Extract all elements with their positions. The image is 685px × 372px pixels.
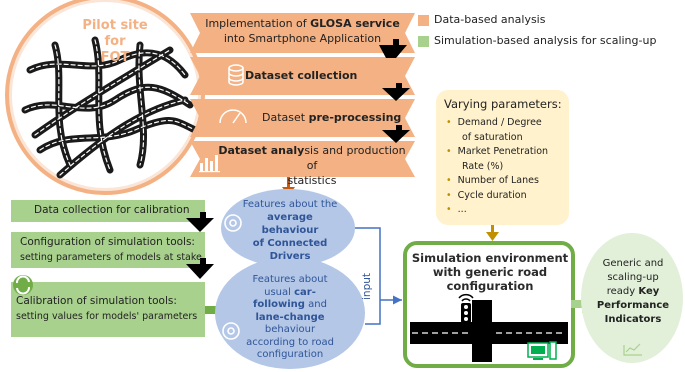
varying-params-list: • Demand / Degree of saturation • Market… — [446, 117, 549, 215]
input-connectors — [355, 227, 402, 325]
features-usual-ellipse — [215, 257, 365, 369]
features-usual-label: Features about usual car- following and … — [246, 274, 334, 360]
traffic-light-icon — [458, 293, 474, 323]
step-analysis-shape — [190, 141, 415, 177]
computer-icon — [527, 341, 557, 360]
kpi-ellipse — [581, 233, 683, 363]
left-step-1-label: Data collection for calibration — [34, 204, 190, 216]
flow-arrows-green — [186, 212, 214, 279]
input-label: input — [361, 272, 373, 300]
head-gear-icon-2 — [222, 322, 240, 340]
left-step-2-label: Configuration of simulation tools: setti… — [20, 236, 202, 263]
gauge-icon — [219, 109, 247, 124]
pilot-site-title: Pilot site for FOT — [82, 18, 148, 65]
legend-sim-swatch — [418, 36, 429, 47]
step-analysis-label: Dataset analysis and production of stati… — [218, 144, 406, 187]
step-preprocessing-shape — [190, 99, 415, 137]
kpi-label: Generic and scaling-up ready Key Perform… — [596, 258, 670, 325]
step-glosa-label: Implementation of GLOSA service into Sma… — [205, 17, 400, 45]
refresh-icon — [13, 275, 33, 295]
step-preprocessing-label: Dataset pre-processing — [262, 111, 402, 124]
legend-data-swatch — [418, 15, 429, 26]
step-collection-label: Dataset collection — [245, 69, 358, 82]
road-intersection-icon — [410, 300, 568, 362]
step-glosa-shape — [190, 13, 415, 53]
chart-line-icon — [623, 343, 642, 356]
flow-arrows-orange — [379, 39, 410, 143]
features-avg-label: Features about the average behaviour of … — [242, 199, 338, 262]
database-icon — [228, 64, 244, 86]
head-gear-icon — [224, 214, 242, 232]
varying-params-title: Varying parameters: — [444, 97, 562, 111]
bar-chart-icon — [199, 155, 220, 173]
step-collection-shape — [190, 57, 415, 95]
legend-sim-label: Simulation-based analysis for scaling-up — [434, 34, 657, 47]
left-step-shapes — [11, 200, 205, 337]
arrow-params-to-sim — [486, 225, 499, 241]
road-network-icon — [21, 36, 199, 179]
left-step-3-label: Calibration of simulation tools: setting… — [16, 295, 198, 322]
varying-params-box — [436, 90, 569, 225]
legend-data-label: Data-based analysis — [434, 13, 546, 26]
features-avg-ellipse — [221, 189, 355, 267]
simulation-env-label: Simulation environment with generic road… — [411, 251, 569, 293]
